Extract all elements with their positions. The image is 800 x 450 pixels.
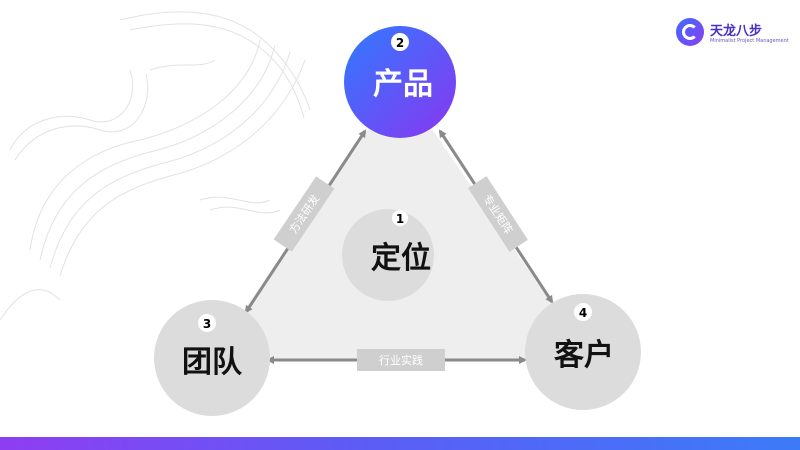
edge-label-practice: 行业实践 bbox=[357, 349, 445, 371]
edge-label-practice-text: 行业实践 bbox=[379, 353, 423, 367]
node-product-circle bbox=[344, 26, 456, 138]
node-positioning-badge bbox=[392, 210, 408, 226]
node-customer-circle bbox=[525, 294, 641, 410]
node-customer-number: 4 bbox=[579, 306, 587, 320]
bottom-accent-bar bbox=[0, 437, 800, 450]
node-customer-label: 客户 bbox=[554, 338, 614, 373]
dragon-decoration bbox=[0, 11, 311, 321]
node-team-circle bbox=[154, 300, 270, 416]
logo-title: 天龙八步 bbox=[710, 24, 763, 39]
node-positioning-circle bbox=[342, 209, 434, 301]
node-positioning: 1 定位 bbox=[342, 209, 434, 301]
node-customer-badge bbox=[574, 303, 592, 321]
node-positioning-number: 1 bbox=[396, 212, 404, 226]
node-product-number: 2 bbox=[396, 36, 404, 50]
node-team: 3 团队 bbox=[154, 300, 270, 416]
node-product-badge bbox=[391, 33, 409, 51]
logo-icon bbox=[676, 18, 704, 46]
node-team-label: 团队 bbox=[182, 345, 243, 380]
node-product: 2 产品 bbox=[344, 26, 456, 138]
logo-subtitle: Minimalist Project Management bbox=[710, 38, 789, 44]
node-team-number: 3 bbox=[203, 317, 211, 331]
node-team-badge bbox=[198, 314, 216, 332]
node-positioning-label: 定位 bbox=[371, 241, 431, 276]
node-product-label: 产品 bbox=[373, 67, 433, 102]
brand-logo: 天龙八步 Minimalist Project Management bbox=[676, 16, 796, 52]
node-customer: 4 客户 bbox=[525, 294, 641, 410]
